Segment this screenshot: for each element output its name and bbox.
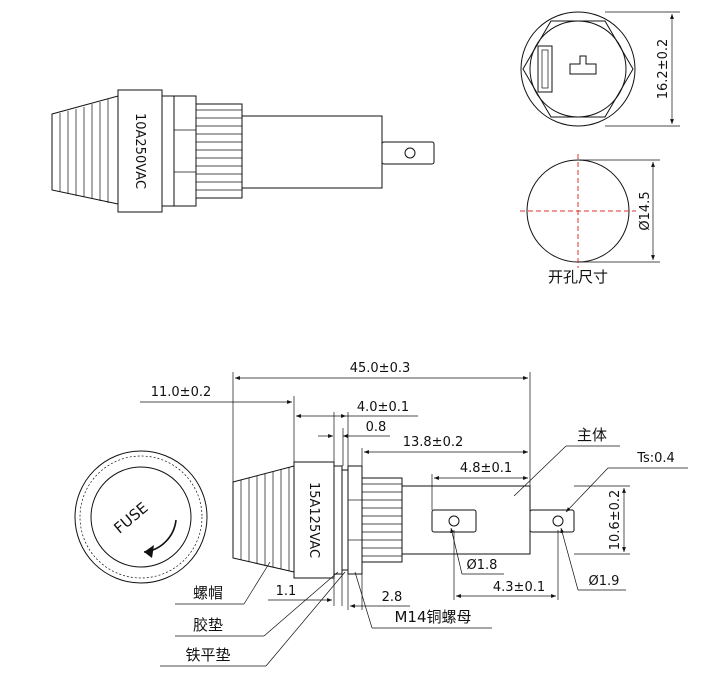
dim-tab-text: 4.8±0.1 <box>460 461 512 476</box>
bottom-thread-lines <box>362 483 402 557</box>
end-outer-circle <box>520 11 636 127</box>
dim-gasket-text: 0.8 <box>366 420 387 435</box>
dim-hex-text: 16.2±0.2 <box>656 39 671 100</box>
inner-terminal-hole <box>448 515 460 527</box>
top-end-view: 16.2±0.2 <box>520 11 680 127</box>
bottom-cap <box>232 465 295 573</box>
cap-arrow-arc <box>143 519 177 553</box>
mounting-hole-view: Ø14.5 开孔尺寸 <box>520 154 660 286</box>
dim-cap-text: 11.0±0.2 <box>151 385 212 400</box>
bottom-nut <box>347 465 363 575</box>
label-cap-nut: 螺帽 <box>193 584 223 602</box>
top-cap-knurl <box>59 99 109 203</box>
top-terminal <box>381 141 435 165</box>
end-terminal <box>569 55 597 75</box>
cap-face-view: FUSE <box>74 450 208 584</box>
cap-face-text: FUSE <box>110 499 151 538</box>
cap-face-outer <box>74 450 208 584</box>
outer-terminal-hole <box>552 515 564 527</box>
bottom-gasket <box>333 465 343 575</box>
top-terminal-hole <box>404 147 416 159</box>
cap-face-inner <box>90 466 192 568</box>
label-copper-nut: M14铜螺母 <box>394 608 471 626</box>
bottom-main-body <box>401 485 531 555</box>
cap-arrow-head <box>144 545 154 558</box>
top-hex-nut <box>173 95 197 207</box>
dim-hole2-text: Ø1.9 <box>589 574 620 589</box>
label-iron-washer: 铁平垫 <box>185 646 230 664</box>
dim-ts-text: Ts:0.4 <box>636 451 675 466</box>
bottom-dimensions: 45.0±0.3 11.0±0.2 4.0±0.1 0.8 13.8±0.2 4… <box>140 361 688 667</box>
outer-terminal <box>529 509 575 533</box>
label-main-body: 主体 <box>577 426 607 444</box>
top-main-body <box>241 115 383 189</box>
dim-offset-text: 4.3±0.1 <box>493 580 545 595</box>
dim-hole1-text: Ø1.8 <box>467 558 498 573</box>
top-thread-lines <box>196 109 242 191</box>
end-slot <box>537 45 553 93</box>
dim-thread-text: 13.8±0.2 <box>403 435 464 450</box>
top-body-text: 10A250VAC <box>132 113 147 189</box>
top-flange <box>161 95 175 207</box>
bottom-side-view: 15A125VAC <box>232 461 575 579</box>
end-hex <box>522 20 634 118</box>
top-side-view: 10A250VAC <box>51 89 435 213</box>
bottom-thread <box>361 477 403 563</box>
hole-size-label: 开孔尺寸 <box>548 268 608 286</box>
bottom-cap-knurl <box>240 467 290 571</box>
dim-hole-text: Ø14.5 <box>638 191 653 230</box>
dim-overall-text: 45.0±0.3 <box>350 361 411 376</box>
end-inner-circle <box>529 20 627 118</box>
bottom-washer <box>341 469 349 571</box>
dim-flange-text: 4.0±0.1 <box>357 400 409 415</box>
cap-face-knurl <box>79 455 203 579</box>
inner-terminal <box>431 509 477 533</box>
dim-height-text: 10.6±0.2 <box>608 490 623 551</box>
label-rubber-gasket: 胶垫 <box>193 616 223 634</box>
dim-washer-text: 1.1 <box>276 584 297 599</box>
dim-nut-text: 2.8 <box>382 590 403 605</box>
bottom-body-text: 15A125VAC <box>306 482 321 558</box>
